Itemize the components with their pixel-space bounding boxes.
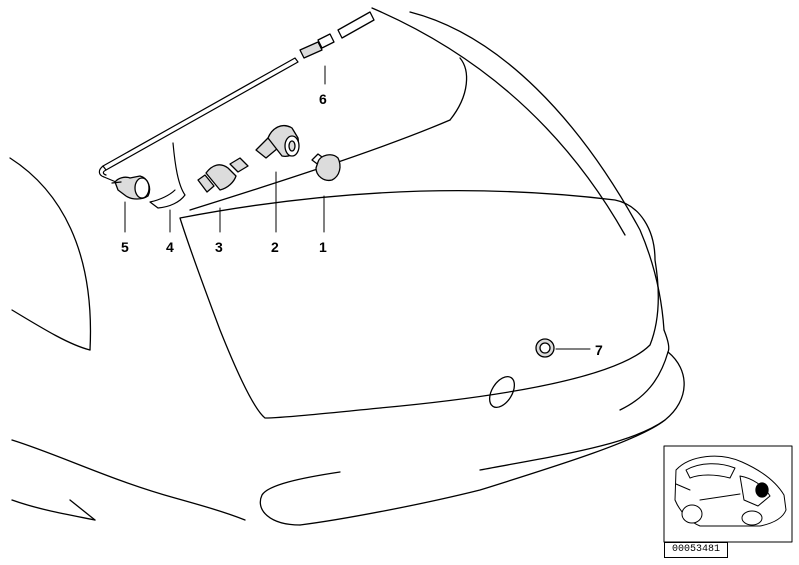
callout-2: 2	[271, 239, 279, 255]
part-6-hose-connector	[299, 11, 375, 59]
part-1-cap	[311, 153, 341, 182]
part-5-washer-jet	[111, 175, 151, 200]
rear-emblem-outline	[488, 375, 516, 409]
part-3-check-valve	[197, 157, 249, 193]
callout-5: 5	[121, 239, 129, 255]
callout-4: 4	[166, 239, 174, 255]
car-body-outline	[189, 7, 685, 526]
diagram-reference-number: 00053481	[664, 542, 728, 558]
washer-hose	[98, 57, 299, 209]
locator-thumbnail	[663, 445, 793, 543]
rear-window-outline	[179, 190, 659, 419]
leader-lines	[124, 65, 591, 350]
callout-6: 6	[319, 91, 327, 107]
part-7-grommet	[535, 338, 555, 358]
callout-7: 7	[595, 342, 603, 358]
callout-3: 3	[215, 239, 223, 255]
callout-1: 1	[319, 239, 327, 255]
part-2-nozzle-elbow	[255, 124, 300, 159]
locator-dot	[755, 482, 769, 498]
left-quarter-panel-outline	[9, 157, 246, 521]
